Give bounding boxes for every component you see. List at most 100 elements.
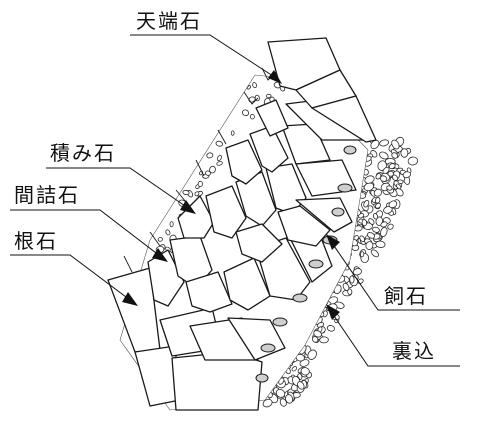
pebble — [391, 139, 400, 150]
pebble — [216, 161, 223, 166]
pebble — [397, 179, 404, 184]
pebble — [312, 336, 319, 343]
pebble — [319, 336, 329, 344]
pebble — [300, 367, 310, 376]
pebble — [374, 202, 382, 209]
pebble — [209, 165, 216, 174]
arrowhead-tsumi — [180, 200, 196, 214]
pebble — [157, 237, 163, 242]
pebble — [215, 140, 224, 147]
label-tsumi-ishi: 積み石 — [50, 141, 116, 165]
pebble — [364, 175, 375, 184]
pebble — [349, 275, 355, 284]
pebble — [383, 206, 393, 214]
label-ne-ishi: 根石 — [14, 229, 58, 253]
wall-stones — [107, 37, 377, 411]
base-stone-3 — [171, 351, 263, 411]
pebble — [275, 388, 286, 398]
pebble — [359, 235, 366, 242]
stone-up-1 — [225, 139, 263, 185]
chink-stone — [260, 343, 276, 353]
pebble — [387, 223, 394, 230]
arrowhead-kai — [326, 234, 340, 250]
pebble — [388, 200, 398, 209]
crack-line — [149, 231, 161, 247]
stone-up-5 — [255, 99, 289, 137]
pebble — [370, 139, 380, 150]
pebble — [380, 226, 388, 238]
pebble — [360, 251, 365, 258]
pebble — [297, 381, 305, 390]
leader-uragome — [329, 309, 460, 367]
pebble — [395, 183, 402, 190]
pebble — [194, 191, 200, 197]
chink-stone — [331, 207, 345, 217]
pebble — [407, 156, 419, 166]
stone-mid-2 — [205, 185, 247, 239]
pebble — [347, 288, 353, 296]
crack-line — [243, 91, 259, 105]
leaders — [10, 34, 460, 367]
top-stone-face — [311, 95, 377, 143]
pebble — [379, 151, 389, 160]
crack-line — [123, 255, 133, 273]
arrowhead-ne — [122, 292, 138, 306]
pebble — [205, 170, 211, 176]
pebble — [358, 213, 365, 219]
label-uragome: 裏込 — [392, 339, 436, 363]
leader-mazume — [10, 209, 161, 257]
pebble — [285, 394, 294, 404]
pebble — [370, 249, 379, 258]
pebble — [373, 213, 378, 220]
pebble — [216, 155, 222, 161]
pebble — [241, 109, 250, 117]
stone-mid-7 — [295, 197, 353, 233]
pebble — [388, 163, 396, 170]
label-mazume-ishi: 間詰石 — [14, 183, 80, 207]
pebble — [307, 349, 317, 360]
pebble — [365, 241, 374, 250]
chink-stone — [337, 183, 353, 193]
pebble — [375, 173, 382, 180]
stone-lower-4 — [223, 257, 271, 311]
pebble — [265, 93, 272, 98]
pebble — [165, 229, 171, 236]
pebble — [379, 139, 389, 147]
pebble — [182, 189, 190, 196]
arrowhead-tenba — [268, 70, 282, 84]
pebble — [230, 130, 235, 136]
pebble — [380, 221, 388, 228]
pebble — [391, 152, 399, 159]
pebble — [367, 232, 375, 239]
pebble — [368, 218, 375, 225]
pebble — [373, 188, 382, 197]
pebble — [400, 148, 409, 158]
leader-kai — [329, 239, 460, 311]
pebble — [206, 152, 214, 159]
label-kai-ishi: 飼石 — [384, 284, 428, 308]
pebble — [386, 185, 393, 191]
crack-line — [175, 189, 187, 203]
pebble — [313, 330, 322, 338]
chink-stone — [272, 317, 288, 327]
chink-stone — [255, 373, 269, 383]
pebble — [352, 268, 363, 276]
stone-mid-6 — [277, 205, 331, 247]
leader-ne — [10, 254, 131, 301]
label-tenba-ishi: 天端石 — [136, 9, 202, 33]
chink-stone — [343, 145, 357, 155]
pebble — [249, 114, 255, 120]
leader-tenba — [130, 34, 277, 79]
pebble — [262, 398, 273, 408]
pebble — [246, 85, 251, 90]
pebble — [402, 171, 411, 179]
crack-line — [217, 129, 227, 145]
pebble — [372, 226, 380, 233]
pebble — [252, 82, 257, 89]
leader-tsumi — [46, 167, 189, 209]
stone-mid-1 — [177, 195, 215, 239]
pebble — [169, 221, 174, 228]
pebble — [387, 170, 394, 177]
pebble — [363, 199, 370, 208]
